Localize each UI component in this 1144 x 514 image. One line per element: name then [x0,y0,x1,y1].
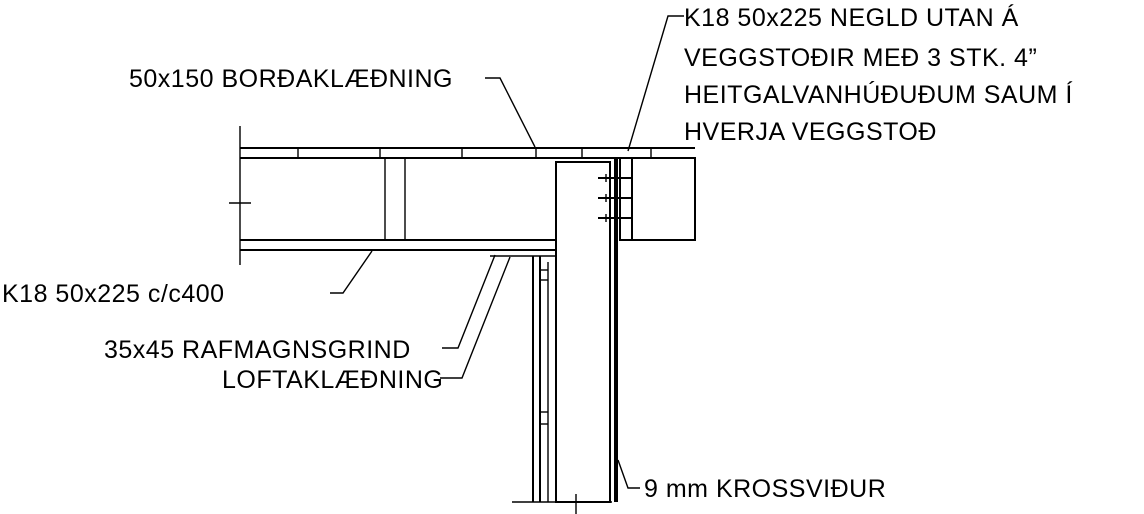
interior-cladding [532,256,549,502]
leader-lines [330,15,684,489]
labels: 50x150 BORÐAKLÆÐNING K18 50x225 c/c400 3… [2,3,1073,503]
label-rim-board-line-2: VEGGSTOÐIR MEÐ 3 STK. 4” [684,44,1037,72]
label-flooring: 50x150 BORÐAKLÆÐNING [129,65,453,93]
floor-assembly [229,126,695,265]
flooring-boards [240,147,695,159]
ceiling-layers [490,249,556,257]
label-rim-board-line-1: K18 50x225 NEGLD UTAN Á [684,3,1019,32]
label-electrical-frame: 35x45 RAFMAGNSGRIND [104,336,411,364]
joist-bottom [240,239,556,251]
blocking [384,158,406,240]
label-plywood: 9 mm KROSSVIÐUR [644,475,886,503]
label-joists: K18 50x225 c/c400 [2,280,225,308]
label-rim-board-line-3: HEITGALVANHÚÐUÐUM SAUM Í [684,80,1073,109]
wall-stud [555,161,611,503]
nails [598,174,632,222]
label-ceiling-cladding: LOFTAKLÆÐNING [222,366,443,394]
wall-assembly [512,157,696,514]
label-rim-board-line-4: HVERJA VEGGSTOÐ [684,118,937,146]
